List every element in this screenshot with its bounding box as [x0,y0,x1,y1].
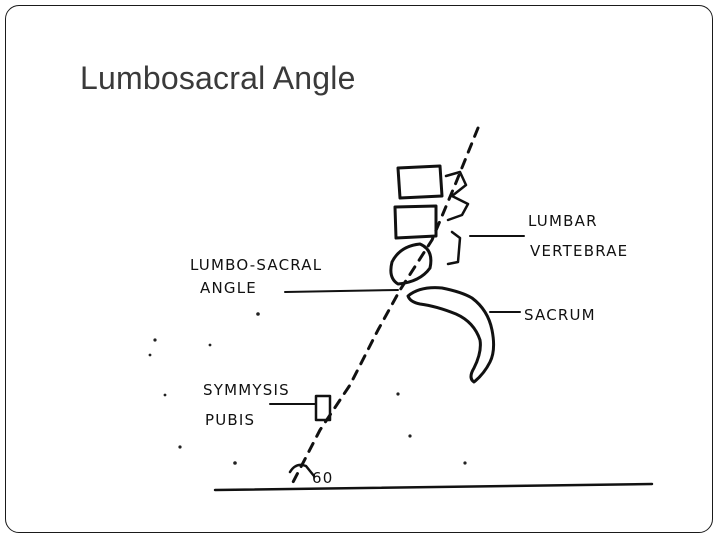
label-symphysis-line1: SYMMYSIS [203,381,290,399]
sacrum-shape [406,286,496,384]
symphysis-pubis-block [314,394,332,422]
slide-frame [5,5,713,533]
label-lumbosacral-line1: LUMBO-SACRAL [190,256,322,274]
speck [208,343,212,347]
speck [148,353,152,357]
speck [163,393,167,397]
lumbar-vertebra-lower [393,204,438,240]
axis-dashed-line [288,126,480,490]
label-angle-value: 60 [312,469,334,487]
speck [233,461,237,465]
lumbar-vertebra-upper [396,164,444,200]
lumbosacral-leader-line [284,289,399,293]
speck [178,445,182,449]
speck [153,338,157,342]
label-lumbar-line2: VERTEBRAE [530,242,628,260]
label-symphysis-line2: PUBIS [205,411,255,429]
label-lumbosacral-line2: ANGLE [200,279,257,297]
speck [256,312,260,316]
label-lumbar-line1: LUMBAR [528,212,598,230]
slide-title: Lumbosacral Angle [80,60,356,96]
posterior-processes [444,170,470,266]
lumbar-vertebra-last [389,242,433,286]
horizontal-baseline [213,482,654,492]
label-sacrum: SACRUM [524,306,596,324]
speck [463,461,467,465]
angle-arc [288,463,316,478]
speck [408,434,412,438]
speck [396,392,400,396]
